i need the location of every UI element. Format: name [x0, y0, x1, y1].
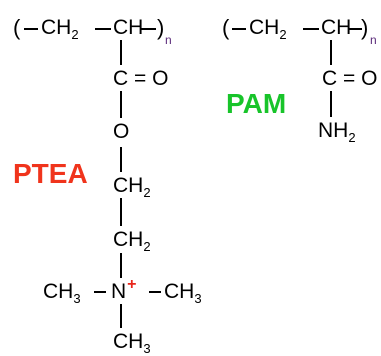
right-carbonyl: C = O — [322, 67, 378, 90]
left-ch2-b: CH2 — [113, 228, 151, 254]
left-ch3-right: CH3 — [164, 280, 202, 306]
ptea-label: PTEA — [13, 158, 88, 189]
left-open-bracket: ( — [13, 15, 21, 40]
right-close-bracket: ) — [361, 15, 369, 40]
left-ester-oxygen: O — [113, 120, 130, 143]
left-ch3-bottom: CH3 — [113, 330, 151, 356]
right-open-bracket: ( — [222, 15, 230, 40]
right-repeat-n: n — [370, 33, 377, 47]
left-backbone-ch2: CH2 — [41, 16, 79, 42]
left-carbonyl: C = O — [113, 67, 169, 90]
right-backbone-ch2: CH2 — [249, 16, 287, 42]
pam-label: PAM — [226, 88, 287, 119]
left-repeat-n: n — [165, 33, 172, 47]
right-nh2: NH2 — [318, 119, 356, 145]
left-close-bracket: ) — [157, 15, 165, 40]
left-backbone-ch: CH — [113, 16, 144, 39]
quaternary-nitrogen: N+ — [111, 276, 137, 303]
left-ch3-left: CH3 — [43, 280, 81, 306]
right-backbone-ch: CH — [321, 16, 352, 39]
positive-charge: + — [127, 276, 137, 293]
left-ch2-a: CH2 — [113, 174, 151, 200]
